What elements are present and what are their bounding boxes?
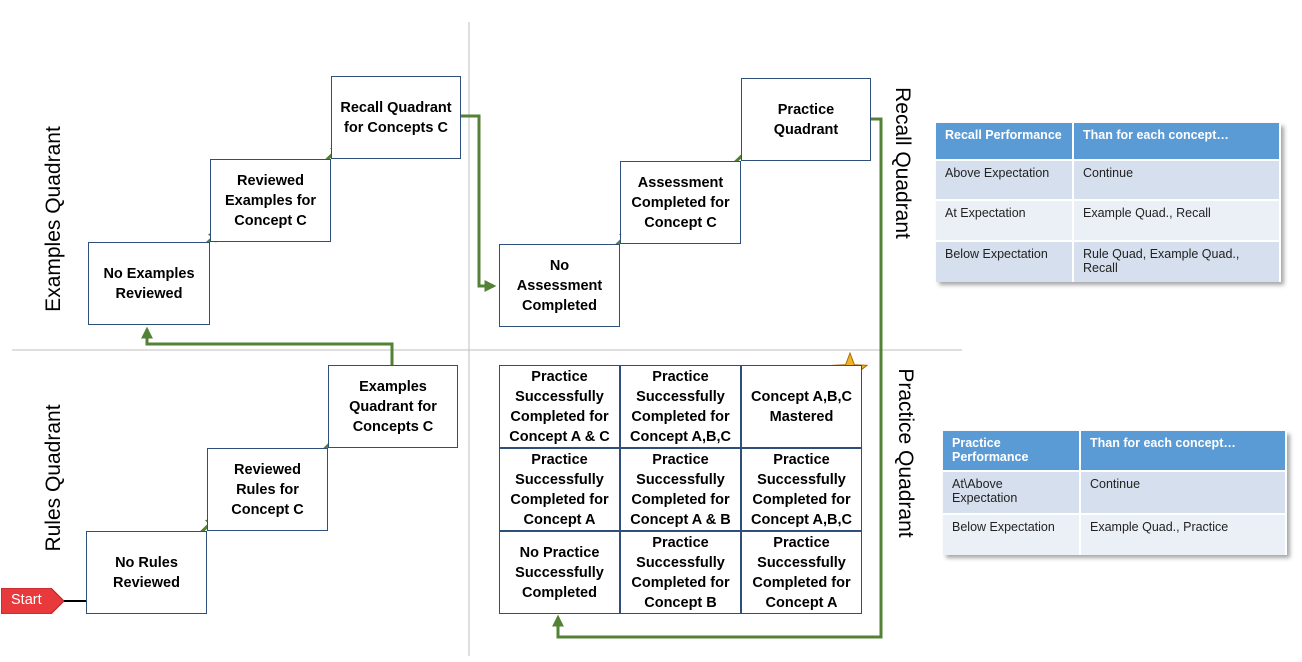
table-row: Below Expectation Rule Quad, Example Qua… — [936, 240, 1281, 282]
reviewed-rules-box: Reviewed Rules for Concept C — [207, 448, 328, 531]
table-row: At Expectation Example Quad., Recall — [936, 199, 1281, 241]
examples-quadrant-label: Examples Quadrant — [42, 126, 65, 312]
table-cell: Continue — [1073, 159, 1281, 200]
table-row: Below Expectation Example Quad., Practic… — [943, 513, 1287, 555]
recall-table-header-2: Than for each concept… — [1073, 123, 1281, 160]
practice-ac-box: Practice Successfully Completed for Conc… — [499, 365, 620, 448]
table-cell: Continue — [1080, 470, 1287, 514]
practice-table-header-2: Than for each concept… — [1080, 431, 1287, 471]
recall-table-header-1: Recall Performance — [936, 123, 1074, 160]
assessment-completed-box: Assessment Completed for Concept C — [620, 161, 741, 244]
table-cell: Example Quad., Recall — [1073, 199, 1281, 241]
practice-abc-mid-box: Practice Successfully Completed for Conc… — [741, 448, 862, 531]
practice-table-header-1: Practice Performance — [943, 431, 1081, 471]
arrow-examples-to-recall — [461, 114, 497, 292]
no-assessment-box: No Assessment Completed — [499, 244, 620, 327]
no-rules-box: No Rules Reviewed — [86, 531, 207, 614]
table-cell: At Expectation — [936, 199, 1074, 241]
practice-quadrant-box: Practice Quadrant — [741, 78, 871, 161]
no-practice-box: No Practice Successfully Completed — [499, 531, 620, 614]
recall-table-header: Recall Performance Than for each concept… — [936, 123, 1281, 160]
table-row: Above Expectation Continue — [936, 159, 1281, 200]
arrow-rules-to-examples — [141, 326, 394, 365]
table-cell: Below Expectation — [936, 240, 1074, 282]
practice-performance-table: Practice Performance Than for each conce… — [943, 431, 1287, 555]
table-cell: Example Quad., Practice — [1080, 513, 1287, 555]
start-label: Start — [11, 592, 42, 608]
practice-table-header: Practice Performance Than for each conce… — [943, 431, 1287, 471]
table-cell: Rule Quad, Example Quad., Recall — [1073, 240, 1281, 282]
practice-a-right-box: Practice Successfully Completed for Conc… — [741, 531, 862, 614]
recall-quadrant-label: Recall Quadrant — [891, 87, 914, 239]
practice-a-left-box: Practice Successfully Completed for Conc… — [499, 448, 620, 531]
table-row: At\Above Expectation Continue — [943, 470, 1287, 514]
recall-performance-table: Recall Performance Than for each concept… — [936, 123, 1281, 282]
practice-ab-box: Practice Successfully Completed for Conc… — [620, 448, 741, 531]
practice-quadrant-label: Practice Quadrant — [894, 368, 917, 538]
practice-abc-top-box: Practice Successfully Completed for Conc… — [620, 365, 741, 448]
start-tag: Start — [1, 588, 64, 614]
table-cell: Below Expectation — [943, 513, 1081, 555]
rules-quadrant-label: Rules Quadrant — [42, 404, 65, 552]
recall-quadrant-box: Recall Quadrant for Concepts C — [331, 76, 461, 159]
reviewed-examples-box: Reviewed Examples for Concept C — [210, 159, 331, 242]
table-cell: Above Expectation — [936, 159, 1074, 200]
mastered-box: Concept A,B,C Mastered — [741, 365, 862, 448]
table-cell: At\Above Expectation — [943, 470, 1081, 514]
no-examples-box: No Examples Reviewed — [88, 242, 210, 325]
arrow-recall-to-practice — [552, 117, 883, 639]
practice-b-box: Practice Successfully Completed for Conc… — [620, 531, 741, 614]
examples-quadrant-box: Examples Quadrant for Concepts C — [328, 365, 458, 448]
